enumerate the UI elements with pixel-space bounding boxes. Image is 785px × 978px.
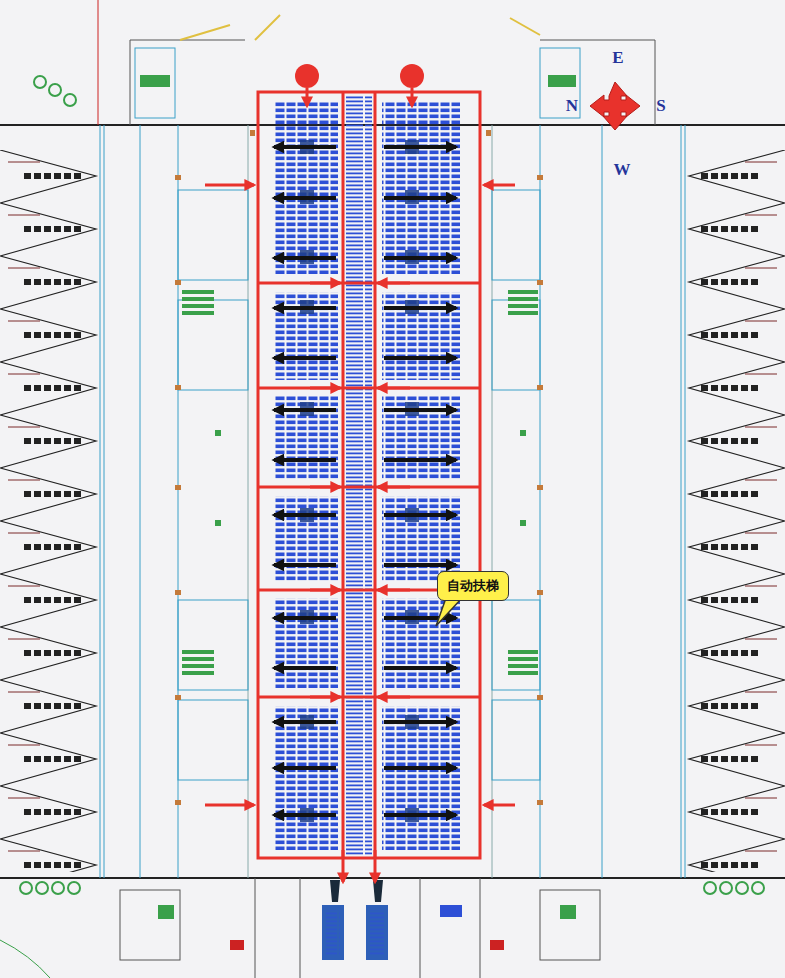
callout-text: 自动扶梯 — [447, 577, 499, 595]
compass-letter: N — [566, 96, 578, 116]
compass-cross — [590, 82, 640, 130]
compass-letter: W — [614, 160, 631, 180]
compass-letter: E — [612, 48, 623, 68]
callout-tail — [436, 598, 462, 626]
callout-bubble: 自动扶梯 — [437, 571, 509, 601]
compass-letter: S — [656, 96, 665, 116]
